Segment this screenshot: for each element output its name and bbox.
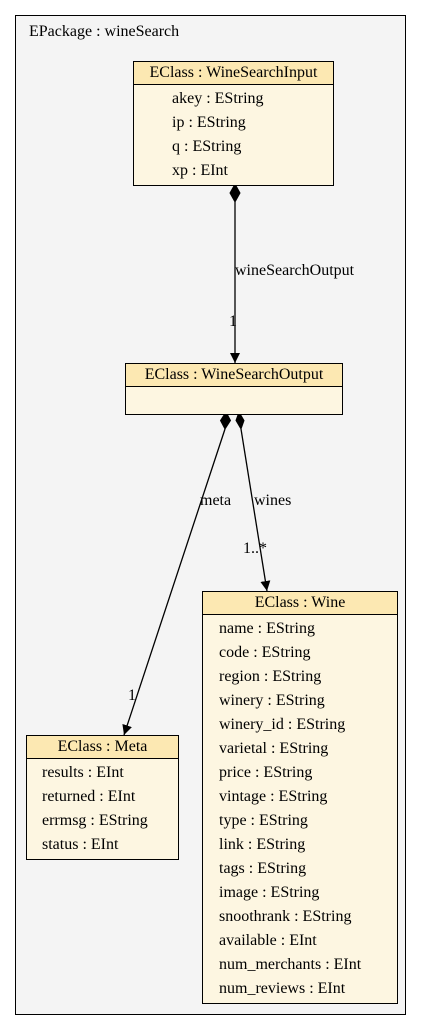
attribute: num_merchants : EInt (219, 956, 362, 973)
attribute: available : EInt (219, 932, 317, 949)
composition-diamond-wineSearchOutput (229, 182, 241, 204)
attribute: xp : EInt (172, 162, 228, 179)
attribute: winery_id : EString (219, 716, 346, 733)
attribute: ip : EString (172, 114, 246, 131)
attribute-list: results : EInt returned : EInt errmsg : … (27, 759, 178, 857)
class-title: EClass : Meta (27, 736, 178, 759)
class-wine[interactable]: EClass : Wine name : EString code : EStr… (202, 591, 398, 1004)
attribute: akey : EString (172, 90, 264, 107)
attribute: code : EString (219, 644, 311, 661)
attribute: name : EString (219, 620, 315, 637)
attribute-list (126, 387, 342, 389)
multiplicity-wineSearchOutput: 1 (229, 313, 237, 330)
reference-label-wineSearchOutput: wineSearchOutput (235, 262, 355, 279)
attribute: price : EString (219, 764, 313, 781)
attribute: results : EInt (42, 764, 124, 781)
attribute: varietal : EString (219, 740, 329, 757)
reference-label-wines: wines (254, 492, 292, 509)
class-wine-search-input[interactable]: EClass : WineSearchInput akey : EString … (133, 61, 334, 186)
class-wine-search-output[interactable]: EClass : WineSearchOutput (125, 363, 343, 415)
attribute: errmsg : EString (42, 812, 148, 829)
attribute: returned : EInt (42, 788, 136, 805)
attribute: num_reviews : EInt (219, 980, 346, 997)
attribute: status : EInt (42, 836, 119, 853)
package-title: EPackage : wineSearch (29, 23, 180, 40)
class-title: EClass : Wine (203, 592, 397, 615)
multiplicity-wines: 1..* (243, 540, 267, 557)
attribute: vintage : EString (219, 788, 328, 805)
attribute: link : EString (219, 836, 306, 853)
attribute: type : EString (219, 812, 308, 829)
attribute: image : EString (219, 884, 320, 901)
class-meta[interactable]: EClass : Meta results : EInt returned : … (26, 735, 179, 860)
attribute: tags : EString (219, 860, 307, 877)
reference-label-meta: meta (200, 492, 232, 509)
attribute: winery : EString (219, 692, 325, 709)
reference-line-wines (240, 428, 271, 592)
class-title: EClass : WineSearchOutput (126, 364, 342, 387)
attribute-list: akey : EString ip : EString q : EString … (134, 85, 333, 183)
attribute: region : EString (219, 668, 322, 685)
class-title: EClass : WineSearchInput (134, 62, 333, 85)
multiplicity-meta: 1 (128, 687, 136, 704)
reference-line-meta (122, 428, 226, 736)
attribute-list: name : EString code : EString region : E… (203, 615, 397, 1001)
attribute: q : EString (172, 138, 242, 155)
attribute: snoothrank : EString (219, 908, 352, 925)
